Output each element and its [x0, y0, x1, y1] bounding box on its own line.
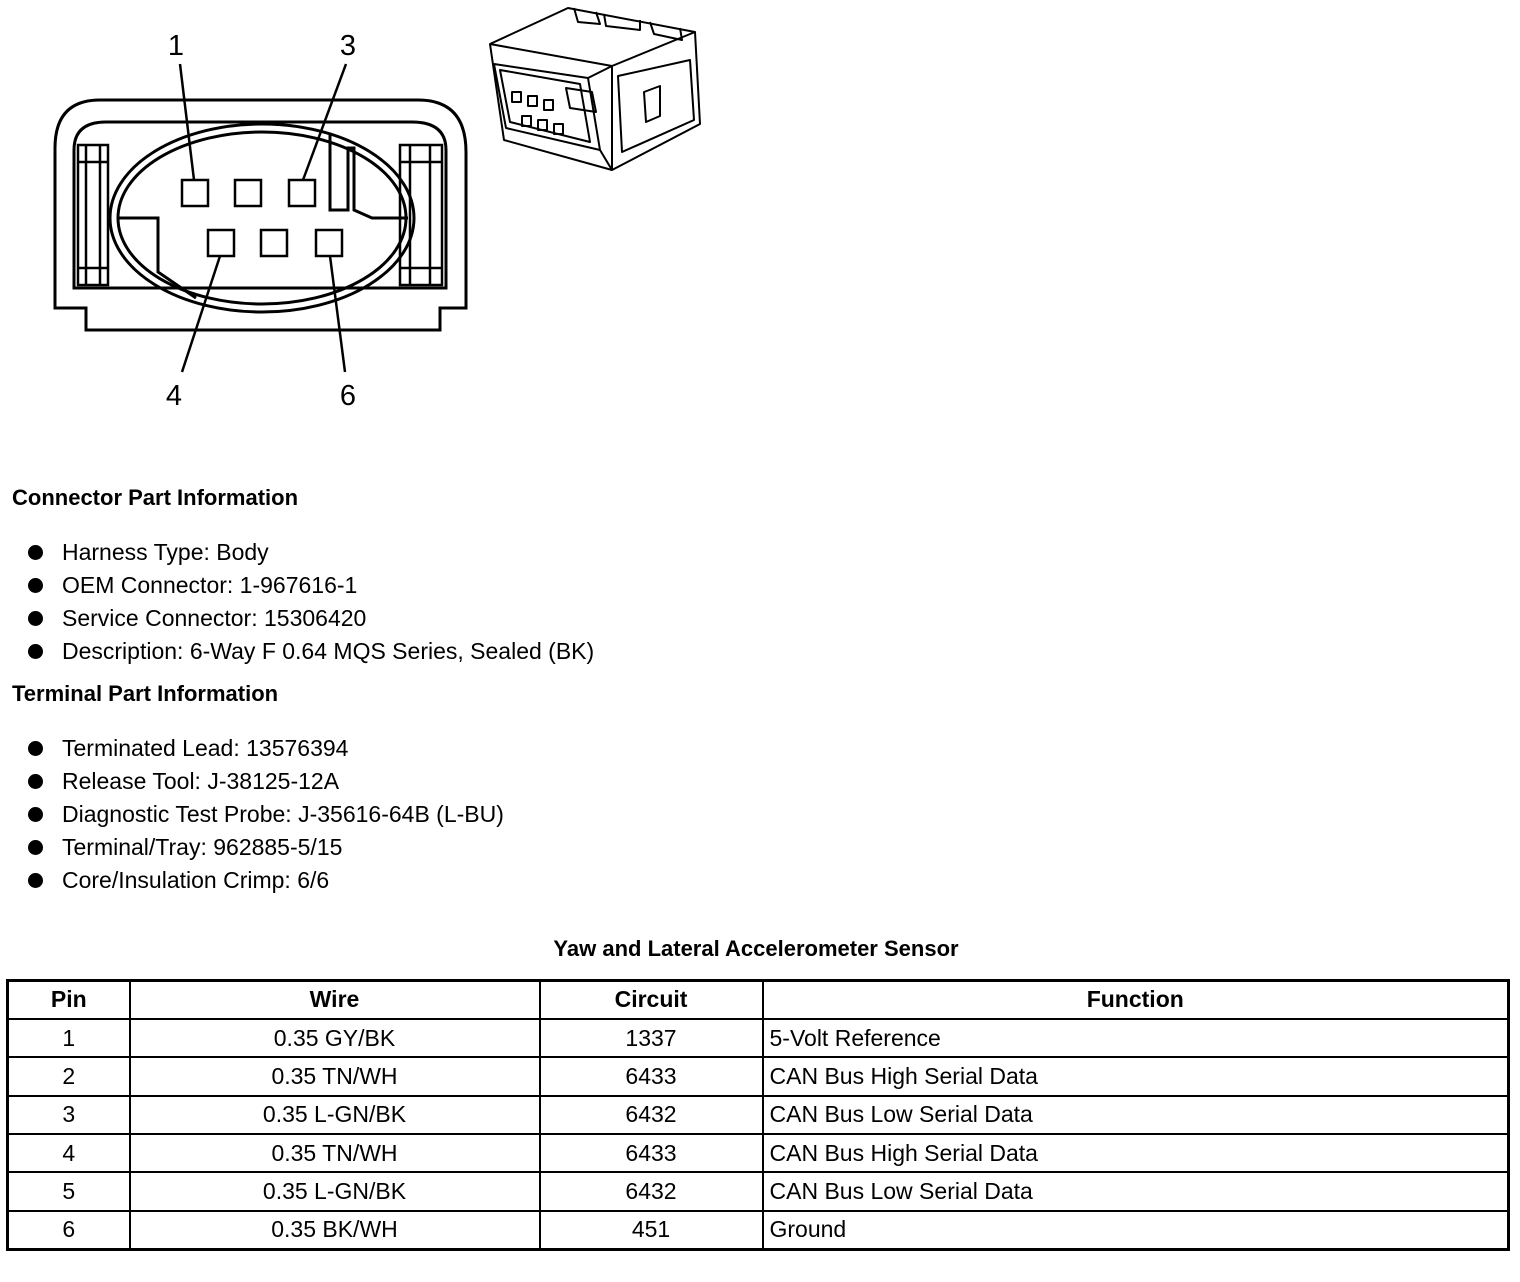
cell-wire: 0.35 BK/WH: [128, 1209, 541, 1251]
bullet-icon: [28, 611, 43, 626]
cell-circuit: 1337: [538, 1017, 764, 1059]
cell-function: CAN Bus High Serial Data: [761, 1056, 1510, 1097]
right-key: [328, 134, 408, 220]
bullet-icon: [28, 807, 43, 822]
table-row: 1 0.35 GY/BK 1337 5-Volt Reference: [6, 1017, 1510, 1059]
connector-diagram: 1 3 4 6: [53, 7, 701, 412]
bullet-icon: [28, 644, 43, 659]
cell-pin: 4: [6, 1133, 131, 1174]
bullet-icon: [28, 545, 43, 560]
left-key: [118, 216, 197, 300]
cell-wire: 0.35 L-GN/BK: [128, 1094, 541, 1136]
pin-leader-lines: [178, 63, 348, 373]
cell-pin: 3: [6, 1094, 131, 1136]
cell-wire: 0.35 TN/WH: [128, 1056, 541, 1097]
table-header-row: Pin Wire Circuit Function: [6, 979, 1510, 1020]
pin-table: Pin Wire Circuit Function 1 0.35 GY/BK 1…: [6, 979, 1510, 1251]
cell-circuit: 6433: [538, 1133, 764, 1174]
table-row: 5 0.35 L-GN/BK 6432 CAN Bus Low Serial D…: [6, 1171, 1510, 1212]
bullet-icon: [28, 578, 43, 593]
left-latch: [76, 143, 110, 287]
cell-pin: 2: [6, 1056, 131, 1097]
connector-info-list: Harness Type: Body OEM Connector: 1-9676…: [28, 536, 594, 668]
cell-circuit: 451: [538, 1209, 764, 1251]
terminal-info-heading: Terminal Part Information: [12, 681, 279, 706]
cell-circuit: 6432: [538, 1171, 764, 1212]
cell-wire: 0.35 GY/BK: [128, 1017, 541, 1059]
terminal-info-list: Terminated Lead: 13576394 Release Tool: …: [28, 732, 504, 897]
connector-info-heading: Connector Part Information: [12, 485, 299, 510]
table-row: 4 0.35 TN/WH 6433 CAN Bus High Serial Da…: [6, 1133, 1510, 1174]
connector-inner-shell: [72, 120, 448, 290]
cell-function: Ground: [761, 1209, 1510, 1251]
list-item: Core/Insulation Crimp: 6/6: [28, 864, 504, 897]
bullet-icon: [28, 774, 43, 789]
cavity-5: [259, 228, 289, 258]
list-item: Diagnostic Test Probe: J-35616-64B (L-BU…: [28, 798, 504, 831]
connector-isometric-view: [489, 7, 701, 171]
cell-wire: 0.35 TN/WH: [128, 1133, 541, 1174]
header-function: Function: [761, 979, 1510, 1020]
pin-callout-4: 4: [166, 380, 182, 412]
table-row: 3 0.35 L-GN/BK 6432 CAN Bus Low Serial D…: [6, 1094, 1510, 1136]
cell-circuit: 6433: [538, 1056, 764, 1097]
cell-wire: 0.35 L-GN/BK: [128, 1171, 541, 1212]
cell-circuit: 6432: [538, 1094, 764, 1136]
pin-callout-3: 3: [340, 30, 356, 62]
pin-callout-1: 1: [168, 30, 184, 62]
cell-pin: 5: [6, 1171, 131, 1212]
list-item: OEM Connector: 1-967616-1: [28, 569, 594, 602]
cell-function: CAN Bus Low Serial Data: [761, 1094, 1510, 1136]
cell-pin: 1: [6, 1017, 131, 1059]
list-item: Harness Type: Body: [28, 536, 594, 569]
connector-outer-shell: [53, 98, 468, 332]
terminal-cavities: [180, 178, 344, 258]
header-wire: Wire: [128, 979, 541, 1020]
cavity-1: [180, 178, 210, 208]
table-row: 2 0.35 TN/WH 6433 CAN Bus High Serial Da…: [6, 1056, 1510, 1097]
pin-table-title: Yaw and Lateral Accelerometer Sensor: [553, 936, 959, 961]
pin-callout-6: 6: [340, 380, 356, 412]
cell-function: 5-Volt Reference: [761, 1017, 1510, 1059]
list-item: Terminated Lead: 13576394: [28, 732, 504, 765]
cell-function: CAN Bus Low Serial Data: [761, 1171, 1510, 1212]
cavity-6: [314, 228, 344, 258]
bullet-icon: [28, 741, 43, 756]
bullet-icon: [28, 873, 43, 888]
list-item: Release Tool: J-38125-12A: [28, 765, 504, 798]
cell-pin: 6: [6, 1209, 131, 1251]
list-item: Service Connector: 15306420: [28, 602, 594, 635]
header-circuit: Circuit: [538, 979, 764, 1020]
right-latch: [398, 143, 444, 287]
mating-face-oval: [108, 122, 416, 314]
table-row: 6 0.35 BK/WH 451 Ground: [6, 1209, 1510, 1251]
cavity-2: [233, 178, 263, 208]
header-pin: Pin: [6, 979, 131, 1020]
cavity-3: [287, 178, 317, 208]
cavity-4: [206, 228, 236, 258]
bullet-icon: [28, 840, 43, 855]
list-item: Terminal/Tray: 962885-5/15: [28, 831, 504, 864]
list-item: Description: 6-Way F 0.64 MQS Series, Se…: [28, 635, 594, 668]
cell-function: CAN Bus High Serial Data: [761, 1133, 1510, 1174]
mating-face-inner-oval: [116, 130, 408, 306]
